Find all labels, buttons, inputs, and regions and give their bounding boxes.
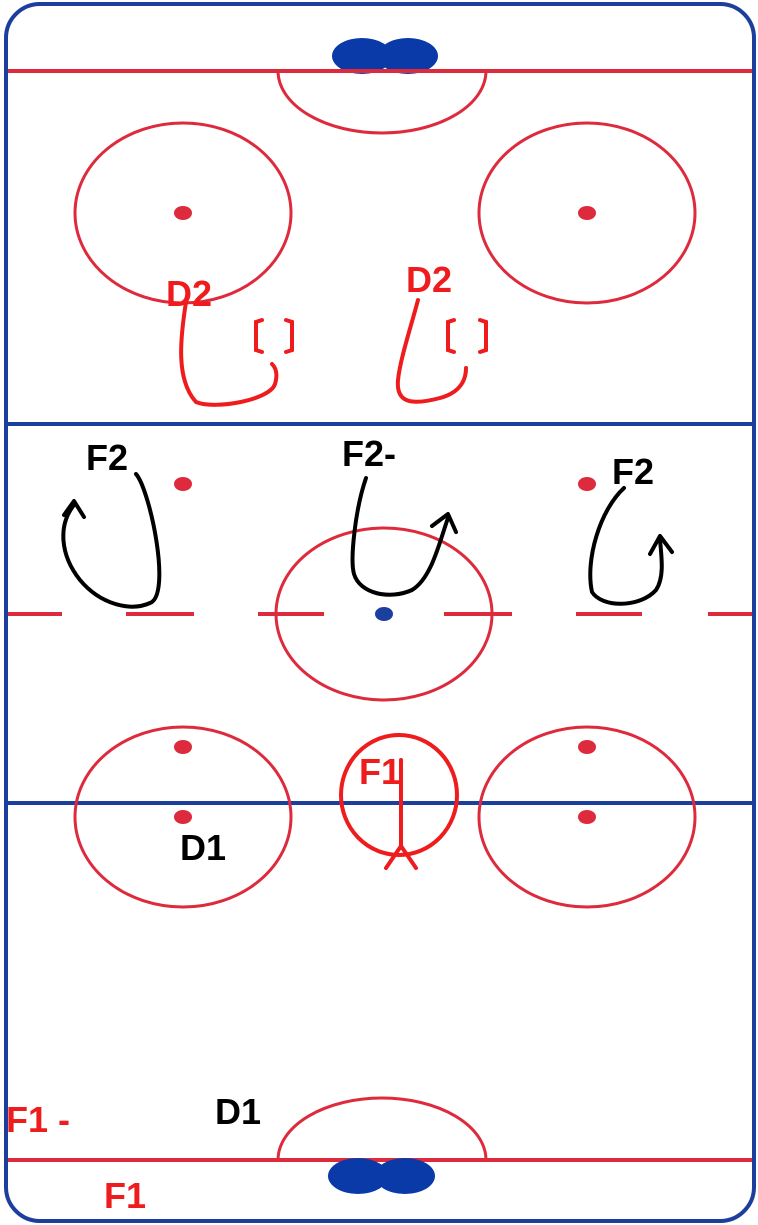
f1-side-label: F1 - [6, 1099, 70, 1140]
d2-left-skate-path [179, 300, 279, 407]
d1-upper-label: D1 [180, 827, 226, 868]
top-right-faceoff-dot [578, 206, 596, 220]
bottom-left-faceoff-dot [174, 810, 192, 824]
bottom-goal-net [328, 1158, 435, 1194]
f2-center-arrowhead [430, 512, 458, 534]
neutral-dot-bottom-left [174, 740, 192, 754]
f2-right-arrowhead [648, 534, 674, 556]
d2-left-stop-marks [254, 318, 294, 354]
f1-circle-label: F1 [359, 751, 401, 792]
f2-left-label: F2 [86, 437, 128, 478]
d2-right-skate-path [395, 298, 468, 404]
bottom-left-faceoff-circle [73, 725, 293, 909]
f1-player-circle [339, 733, 459, 857]
top-left-faceoff-dot [174, 206, 192, 220]
neutral-dot-bottom-right [578, 740, 596, 754]
f2-center-loop-path [350, 476, 450, 597]
top-goal-net [332, 38, 438, 74]
center-ice-dot [375, 607, 393, 621]
bottom-right-faceoff-circle [477, 725, 697, 909]
top-left-faceoff-circle [73, 121, 293, 305]
d2-right-stop-marks [446, 318, 488, 354]
neutral-dot-top-right [578, 477, 596, 491]
d2-right-label: D2 [406, 259, 452, 300]
d2-left-label: D2 [166, 273, 212, 314]
d1-lower-label: D1 [215, 1091, 261, 1132]
bottom-right-faceoff-dot [578, 810, 596, 824]
f1-bottom-label: F1 [104, 1175, 146, 1216]
f1-forward-arrowhead [384, 844, 418, 870]
top-right-faceoff-circle [477, 121, 697, 305]
f2-left-arrowhead [62, 499, 86, 519]
f2-right-loop-path [588, 486, 664, 606]
f2-left-loop-path [61, 472, 162, 609]
top-goal-crease [276, 70, 488, 135]
f2-right-label: F2 [612, 451, 654, 492]
f2-center-label: F2- [342, 433, 396, 474]
neutral-dot-top-left [174, 477, 192, 491]
bottom-goal-crease [276, 1096, 488, 1161]
